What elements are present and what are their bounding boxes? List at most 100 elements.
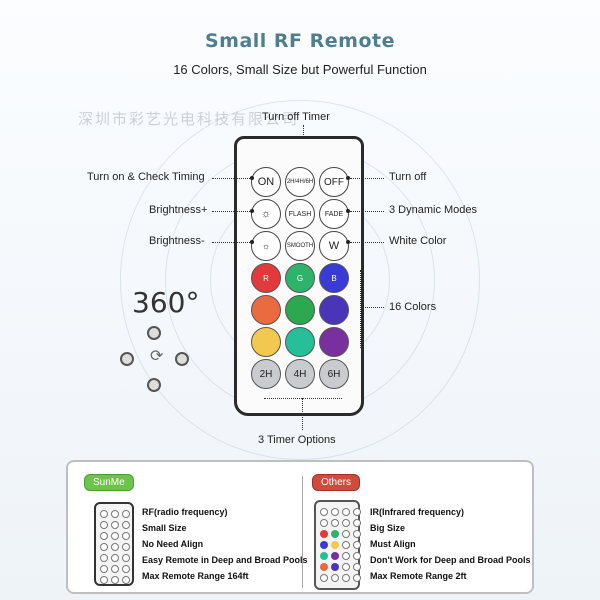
connector-colors (360, 307, 384, 308)
connector-bright-down (212, 242, 252, 243)
mini-remote-button (100, 554, 108, 562)
color-button[interactable] (251, 327, 281, 357)
mini-remote-button (122, 532, 130, 540)
bracket-timer-options (264, 398, 342, 399)
mini-remote-button (111, 521, 119, 529)
feature-item: Easy Remote in Deep and Broad Pools (142, 555, 308, 565)
timer-6h-button[interactable]: 6H (319, 359, 349, 389)
connector-modes (350, 211, 384, 212)
mini-remote-button (353, 519, 361, 527)
feature-item: RF(radio frequency) (142, 507, 228, 517)
label-turn-on-check: Turn on & Check Timing (87, 171, 205, 183)
label-timer-options: 3 Timer Options (258, 434, 336, 446)
mini-remote-button (122, 521, 130, 529)
color-letter: G (296, 273, 304, 283)
connector-dot (250, 209, 254, 213)
mini-remote-button (111, 510, 119, 518)
connector-off (350, 178, 384, 179)
mini-remote-button (100, 543, 108, 551)
label-turn-off-timer: Turn off Timer (262, 111, 330, 123)
mini-remote-button (100, 565, 108, 573)
color-button[interactable] (285, 295, 315, 325)
mini-remote-button (122, 576, 130, 584)
mini-remote-button (342, 530, 350, 538)
remote-control: ON 2H/4H/6H OFF ☼ FLASH FADE ☼ SMOOTH W … (234, 136, 364, 416)
white-button[interactable]: W (319, 231, 349, 261)
mini-remote-button (320, 552, 328, 560)
color-button[interactable]: G (285, 263, 315, 293)
comparison-panel: SunMe Others RF(radio frequency) Small Si… (66, 460, 534, 594)
feature-item: IR(Infrared frequency) (370, 507, 465, 517)
color-button[interactable]: R (251, 263, 281, 293)
on-button[interactable]: ON (251, 167, 281, 197)
color-button[interactable]: B (319, 263, 349, 293)
smooth-button[interactable]: SMOOTH (285, 231, 315, 261)
mini-remote-button (122, 543, 130, 551)
feature-item: Small Size (142, 523, 187, 533)
rotate-icon: ⟳ (150, 348, 164, 365)
mini-remote-button (111, 576, 119, 584)
off-button[interactable]: OFF (319, 167, 349, 197)
feature-item: Must Align (370, 539, 416, 549)
mini-remote-button (111, 532, 119, 540)
color-button[interactable] (285, 327, 315, 357)
sun-icon: ☼ (260, 208, 272, 220)
small-remote-image (94, 502, 134, 586)
feature-item: Big Size (370, 523, 406, 533)
mini-remote-button (331, 541, 339, 549)
label-brightness-plus: Brightness+ (149, 204, 208, 216)
badge-others: Others (312, 474, 361, 491)
mini-remote-button (331, 552, 339, 560)
mini-remote-button (100, 532, 108, 540)
connector-dot (346, 209, 350, 213)
mini-remote-button (111, 565, 119, 573)
brightness-up-button[interactable]: ☼ (251, 199, 281, 229)
mini-remote-button (342, 563, 350, 571)
big-remote-image (314, 500, 361, 590)
color-letter: B (331, 273, 337, 283)
timer-4h-button[interactable]: 4H (285, 359, 315, 389)
color-letter: R (263, 273, 269, 283)
timer-button[interactable]: 2H/4H/6H (285, 167, 315, 197)
connector-dot (346, 176, 350, 180)
mini-remote-button (342, 519, 350, 527)
mini-remote-button (111, 554, 119, 562)
mini-remote-button (331, 563, 339, 571)
label-turn-off: Turn off (389, 171, 427, 183)
color-button[interactable] (251, 295, 281, 325)
mini-remote-button (320, 563, 328, 571)
fade-button[interactable]: FADE (319, 199, 349, 229)
connector-dot (250, 176, 254, 180)
connector-bright-up (212, 211, 252, 212)
label-dynamic-modes: 3 Dynamic Modes (389, 204, 478, 216)
badge-ours: SunMe (84, 474, 134, 491)
label-16-colors: 16 Colors (389, 301, 437, 313)
mini-remote-button (122, 565, 130, 573)
color-button[interactable] (319, 327, 349, 357)
light-right-icon (175, 352, 189, 366)
mini-remote-button (342, 508, 350, 516)
page-subtitle: 16 Colors, Small Size but Powerful Funct… (173, 62, 427, 77)
sun-small-icon: ☼ (261, 241, 271, 251)
label-white-color: White Color (389, 235, 447, 247)
brightness-down-button[interactable]: ☼ (251, 231, 281, 261)
mini-remote-button (320, 519, 328, 527)
mini-remote-button (100, 510, 108, 518)
light-bottom-icon (147, 378, 161, 392)
flash-button[interactable]: FLASH (285, 199, 315, 229)
feature-item: Don't Work for Deep and Broad Pools (370, 555, 531, 565)
rotation-label: 360° (132, 286, 200, 319)
mini-remote-button (100, 521, 108, 529)
mini-remote-button (122, 554, 130, 562)
mini-remote-button (331, 530, 339, 538)
color-button[interactable] (319, 295, 349, 325)
mini-remote-button (342, 552, 350, 560)
connector-white (350, 242, 384, 243)
mini-remote-button (331, 508, 339, 516)
timer-2h-button[interactable]: 2H (251, 359, 281, 389)
mini-remote-button (331, 519, 339, 527)
connector-on (212, 178, 252, 179)
